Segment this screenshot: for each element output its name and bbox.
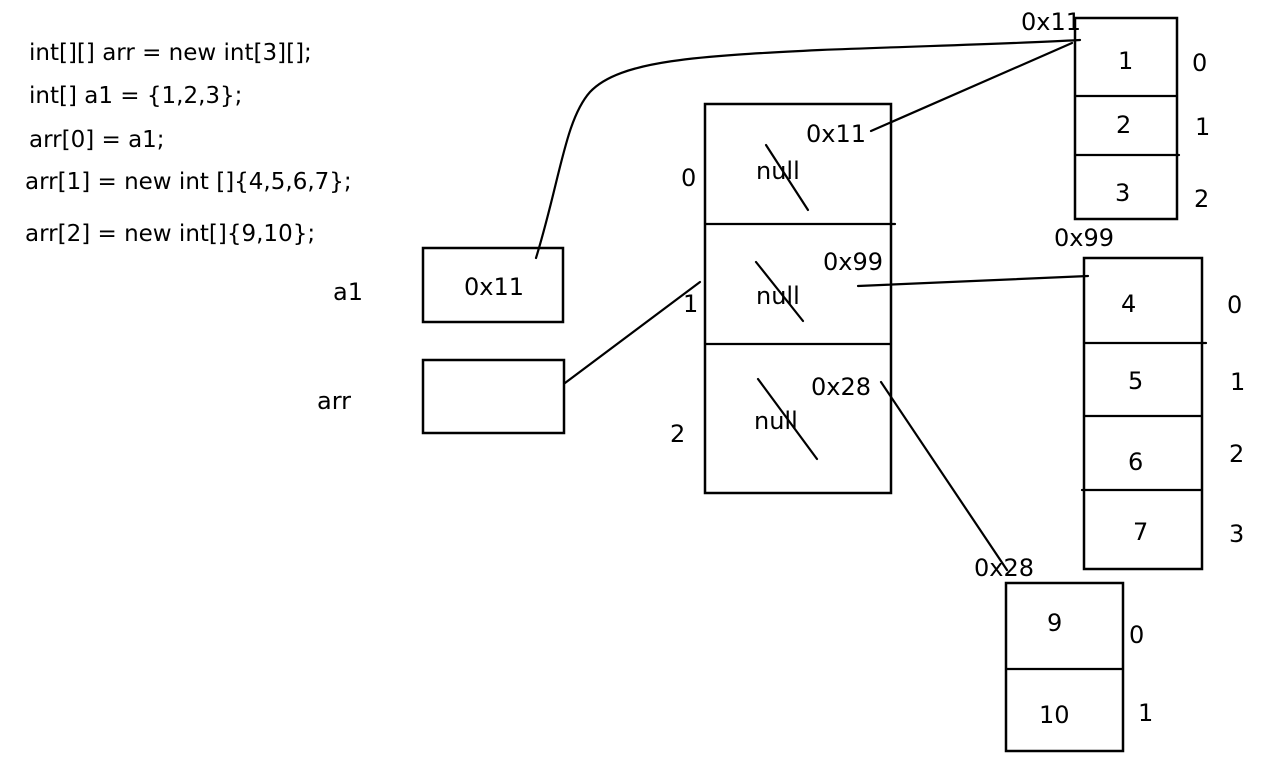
array-a-index-1: 1 (1195, 113, 1211, 141)
array-b-cell-1: 5 (1128, 367, 1144, 395)
slot-1-null-value: null (756, 282, 800, 310)
a1-variable-box (421, 246, 565, 324)
pointer-slot2-to-array-c (879, 380, 1009, 572)
a1-variable-value: 0x11 (464, 273, 525, 301)
code-line-5: arr[2] = new int[]{9,10}; (25, 221, 316, 247)
array-c-cell-0: 9 (1047, 609, 1063, 637)
array-b-cell-3: 7 (1133, 518, 1149, 546)
array-b-index-0: 0 (1227, 291, 1243, 319)
array-b-index-2: 2 (1229, 440, 1245, 468)
array-a-cell-0: 1 (1118, 47, 1134, 75)
a1-variable-label: a1 (333, 278, 363, 306)
slot-0-address: 0x11 (806, 120, 867, 148)
array-a-index-0: 0 (1192, 49, 1208, 77)
array-c-address: 0x28 (974, 554, 1035, 582)
array-a-box (1073, 16, 1179, 221)
arr-variable-label: arr (317, 387, 352, 415)
array-a-address: 0x11 (1021, 8, 1082, 36)
pointer-slot1-to-array-b (856, 274, 1090, 288)
code-line-4: arr[1] = new int []{4,5,6,7}; (25, 169, 352, 195)
array-c-box (1004, 581, 1125, 753)
array-c-index-1: 1 (1138, 699, 1154, 727)
arr-variable-box (421, 358, 566, 435)
code-line-1: int[][] arr = new int[3][]; (29, 40, 312, 66)
outer-array-box (703, 102, 893, 495)
slot-1-address: 0x99 (823, 248, 884, 276)
null-strike-1 (754, 260, 805, 323)
array-b-box (1082, 256, 1204, 571)
pointer-arr-to-outer-array (563, 280, 702, 385)
array-a-cell-1: 2 (1116, 111, 1132, 139)
array-a-cell-2: 3 (1115, 179, 1131, 207)
array-c-cell-1: 10 (1039, 701, 1070, 729)
code-line-3: arr[0] = a1; (29, 127, 165, 153)
outer-index-0: 0 (681, 164, 697, 192)
outer-index-2: 2 (670, 420, 686, 448)
pointer-slot0-to-array-a (869, 41, 1074, 133)
null-strike-2 (756, 377, 819, 461)
outer-index-1: 1 (683, 290, 699, 318)
array-a-index-2: 2 (1194, 185, 1210, 213)
pointer-a1-to-array-a (534, 38, 1082, 260)
slot-2-address: 0x28 (811, 373, 872, 401)
code-line-2: int[] a1 = {1,2,3}; (29, 83, 243, 109)
array-c-index-0: 0 (1129, 621, 1145, 649)
slot-2-null-value: null (754, 407, 798, 435)
null-strike-0 (764, 143, 810, 212)
array-b-cell-2: 6 (1128, 448, 1144, 476)
array-b-index-3: 3 (1229, 520, 1245, 548)
array-b-address: 0x99 (1054, 224, 1115, 252)
array-b-index-1: 1 (1230, 368, 1246, 396)
slot-0-null-value: null (756, 157, 800, 185)
array-b-cell-0: 4 (1121, 290, 1137, 318)
